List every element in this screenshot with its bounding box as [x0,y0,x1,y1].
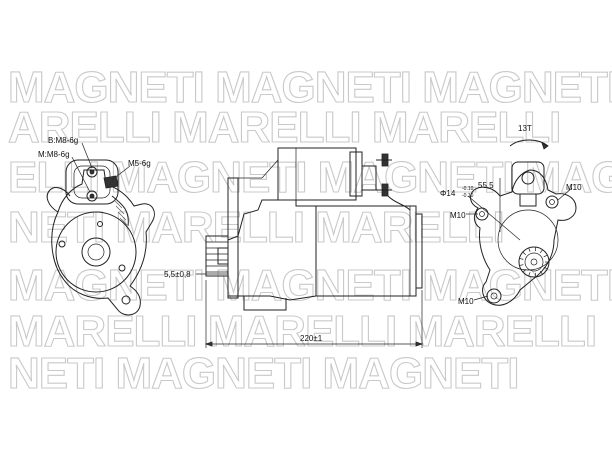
flange-edge [261,159,279,179]
gear-tooth [519,264,524,266]
watermark-row: ARELLI MARELLI MARELLI [8,103,560,152]
terminal-m-stud [86,190,98,202]
label-teeth: 13T [518,124,532,133]
label-pinion-tolerance: -0.10 [462,193,474,199]
rotation-arrowhead [541,142,549,150]
front-solenoid-stud [521,171,535,185]
gear-tooth [519,258,524,260]
leader-m [71,156,91,193]
solenoid-body [277,147,357,201]
drive-housing [227,199,317,301]
gear-tooth [528,272,531,277]
gear-tooth [543,266,548,270]
terminal-b-stud [86,166,98,178]
rear-screw [58,240,66,248]
gear-tooth [543,254,548,258]
pinion-collar [217,247,229,265]
label-flange-thickness: 5,5±0,8 [164,270,191,279]
front-housing-ring [497,209,559,271]
terminal-m5 [103,175,119,189]
watermark-row: MAGNETI MAGNETI MAGNETI [8,63,612,112]
rear-view: B:M8-6g M:M8-6g M5-6g [38,136,155,316]
front-hole-right-inner [549,199,555,205]
front-gear-inner [524,252,544,272]
terminal-block [65,159,119,205]
rear-screw [121,295,131,305]
rear-bearing-inner [87,243,105,261]
solenoid-side [111,195,129,227]
label-pinion-diameter: Φ14 [440,189,456,198]
front-hole-right [545,195,559,209]
motor-cable [387,195,411,211]
dim-arrow-right [415,341,424,347]
gear-tooth [522,251,526,255]
motor-end-cap [415,213,423,289]
leader-b [81,142,93,169]
front-hole-bottom-inner [490,292,498,300]
label-total-length: 220±1 [300,334,323,343]
front-gear-center [530,258,538,266]
side-view: 5,5±0,8 220±1 [164,147,424,348]
label-bolt-left: M10 [450,211,466,220]
label-pinion-tolerance-top: -0.10 [462,186,474,192]
leader-m10-bottom [473,295,489,301]
gear-tooth [539,270,543,275]
rear-left-lug [46,187,71,213]
watermark-row: MAGNETI MAGNETI MAGNETI [8,261,612,310]
gear-tooth [528,247,531,252]
rear-housing-circle [55,211,137,293]
solenoid-terminal [362,165,377,191]
rear-bearing-outer [81,237,111,267]
hatch-lines [113,199,128,226]
watermark-row: MARELLI MARELLI MARELLI [8,307,596,356]
rear-screw [118,264,126,272]
label-m-thread: M:M8-6g [38,150,70,159]
gear-tooth [539,249,543,254]
label-b-thread: B:M8-6g [48,136,78,145]
label-offset: 55,5 [478,181,494,190]
front-solenoid-lug [519,193,537,207]
label-bolt-bottom: M10 [458,297,474,306]
solenoid-cap [349,151,363,197]
rear-screw [97,221,103,227]
front-hole-left-inner [479,211,485,217]
front-view: 13T Φ14 -0.10 -0.10 55,5 M10 M10 M10 [440,124,582,306]
leader-pinion [467,195,521,241]
pinion-teeth [206,241,228,273]
terminal-m-nut [89,193,95,199]
watermark: MAGNETI MAGNETI MAGNETI ARELLI MARELLI M… [7,62,612,398]
label-bolt-top-right: M10 [566,183,582,192]
dim-arrow-left [204,341,213,347]
watermark-row: NETI MAGNETI MAGNETI [8,349,518,398]
leader-m5 [111,165,131,181]
gear-teeth [519,247,549,277]
lower-mount [243,296,287,311]
leader-m10-right [557,187,573,201]
label-m5-thread: M5-6g [128,159,151,168]
terminal-b-nut [89,169,95,175]
